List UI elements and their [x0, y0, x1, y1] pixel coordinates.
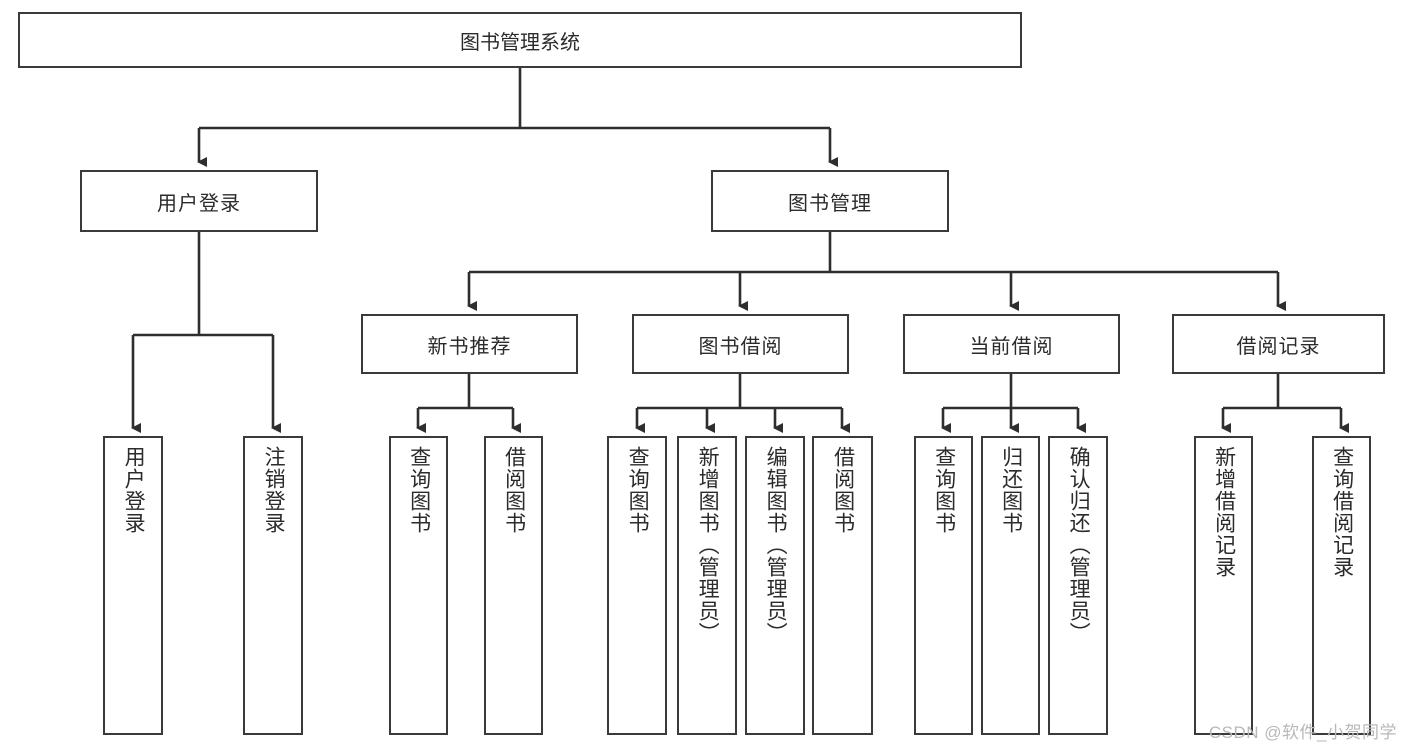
node-user-login[interactable]: 用户登录 — [80, 170, 318, 232]
node-label: 新书推荐 — [427, 335, 512, 358]
leaf-record-query-record[interactable]: 查询借阅记录 — [1312, 436, 1371, 735]
leaf-recommend-query-book[interactable]: 查询图书 — [389, 436, 448, 735]
leaf-label: 查询图书 — [932, 446, 956, 534]
leaf-record-add-record[interactable]: 新增借阅记录 — [1194, 436, 1253, 735]
node-book-management[interactable]: 图书管理 — [711, 170, 949, 232]
leaf-label: 编辑图书（管理员） — [764, 446, 788, 644]
node-label: 图书管理系统 — [460, 31, 580, 54]
node-label: 用户登录 — [157, 192, 241, 215]
leaf-borrow-edit-book-admin[interactable]: 编辑图书（管理员） — [745, 436, 805, 735]
node-borrow-record[interactable]: 借阅记录 — [1172, 314, 1385, 374]
leaf-user-login-logout[interactable]: 注销登录 — [243, 436, 303, 735]
leaf-label: 新增图书（管理员） — [696, 446, 720, 644]
node-current-borrow[interactable]: 当前借阅 — [903, 314, 1120, 374]
node-label: 图书管理 — [788, 192, 872, 215]
leaf-label: 归还图书 — [999, 446, 1023, 534]
node-label: 图书借阅 — [698, 335, 783, 358]
leaf-borrow-borrow-book[interactable]: 借阅图书 — [812, 436, 873, 735]
leaf-borrow-add-book-admin[interactable]: 新增图书（管理员） — [677, 436, 737, 735]
node-new-book-recommend[interactable]: 新书推荐 — [361, 314, 578, 374]
leaf-label: 查询图书 — [626, 446, 650, 534]
leaf-recommend-borrow-book[interactable]: 借阅图书 — [484, 436, 543, 735]
leaf-label: 确认归还（管理员） — [1067, 446, 1091, 644]
node-label: 当前借阅 — [969, 335, 1054, 358]
leaf-label: 查询图书 — [407, 446, 431, 534]
leaf-label: 用户登录 — [122, 446, 146, 534]
leaf-user-login-login[interactable]: 用户登录 — [103, 436, 163, 735]
node-label: 借阅记录 — [1236, 335, 1321, 358]
leaf-current-return-book[interactable]: 归还图书 — [981, 436, 1040, 735]
leaf-label: 借阅图书 — [502, 446, 526, 534]
leaf-label: 查询借阅记录 — [1330, 446, 1354, 578]
leaf-current-confirm-return-admin[interactable]: 确认归还（管理员） — [1048, 436, 1108, 735]
leaf-label: 新增借阅记录 — [1212, 446, 1236, 578]
node-root-system[interactable]: 图书管理系统 — [18, 12, 1022, 68]
watermark-text: CSDN @软件_小贺同学 — [1208, 723, 1397, 742]
node-book-borrow[interactable]: 图书借阅 — [632, 314, 849, 374]
leaf-current-query-book[interactable]: 查询图书 — [914, 436, 973, 735]
leaf-label: 注销登录 — [262, 446, 286, 534]
leaf-label: 借阅图书 — [831, 446, 855, 534]
leaf-borrow-query-book[interactable]: 查询图书 — [607, 436, 667, 735]
